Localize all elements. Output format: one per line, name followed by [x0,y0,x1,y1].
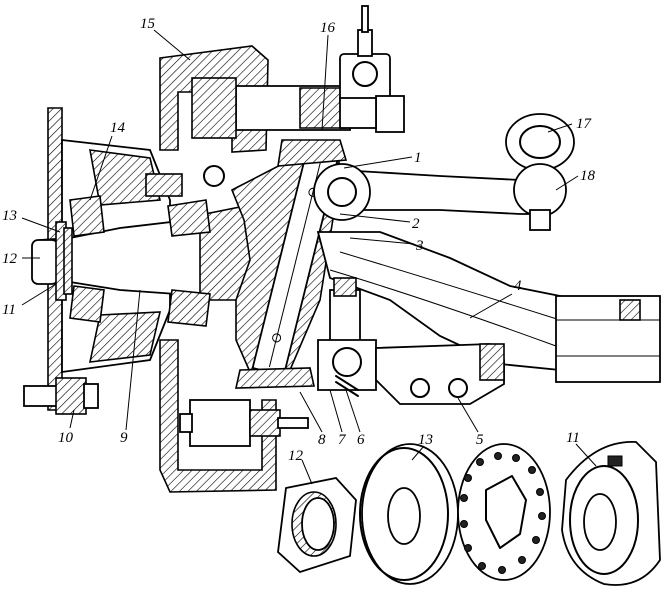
callout-2: 2 [412,216,420,232]
leader-lines [21,29,597,485]
lower-arm-hole-2 [448,378,468,398]
callout-6: 6 [357,432,365,448]
lower-arm-end [479,343,505,381]
lower-boss [234,367,315,389]
outer-bearing-lower [69,285,105,323]
callout-11: 11 [2,302,16,318]
callout-8: 8 [318,432,326,448]
callout-4: 4 [514,278,522,294]
tie-rod-eye [313,163,371,221]
hub-body-shade-lower [88,311,162,363]
callout-11-exploded: 11 [566,430,580,446]
hub-body-shade [89,149,161,206]
assembly-drawing [23,5,661,493]
spindle-washer-11 [63,227,73,295]
inner-bearing-lower [167,289,211,327]
exploded-parts [277,441,661,586]
callout-18: 18 [580,168,596,184]
callout-17: 17 [576,116,593,132]
upper-boss [277,139,348,167]
callout-7: 7 [338,432,347,448]
callout-12-exploded: 12 [288,448,304,464]
callout-3: 3 [415,238,424,254]
callout-13: 13 [2,208,17,224]
frame-rail-bolt [619,299,641,321]
callout-14: 14 [110,120,126,136]
upper-ball-joint [339,5,405,133]
inner-bearing [167,199,211,237]
upper-cap [203,165,225,187]
callout-13-exploded: 13 [418,432,433,448]
upper-bolt [145,173,183,197]
callout-16: 16 [320,20,336,36]
brake-drum-lower [159,339,277,493]
callout-9: 9 [120,430,128,446]
callout-5: 5 [476,432,484,448]
outer-bearing [69,195,105,237]
washer-13 [359,443,459,585]
callout-12: 12 [2,251,18,267]
ball-joint-17 [505,113,575,231]
nut-11 [561,441,661,586]
callout-15: 15 [140,16,156,32]
lock-washer [457,443,551,581]
callout-1: 1 [414,150,422,166]
callout-10: 10 [58,430,74,446]
frame-rail [555,295,661,383]
axle-beam-line [339,251,561,321]
nut-12 [277,477,357,574]
spindle-nut [31,239,59,285]
lower-ball-joint [317,277,377,397]
small-bolt-10 [23,377,99,415]
tie-rod-eye-inner [327,177,357,207]
callouts: 1 2 3 4 5 6 7 8 9 10 11 12 13 14 15 16 1… [2,16,596,464]
lower-bolt-assembly [179,399,309,447]
lower-arm-hole-1 [410,378,430,398]
upper-arm-bush [191,77,237,139]
